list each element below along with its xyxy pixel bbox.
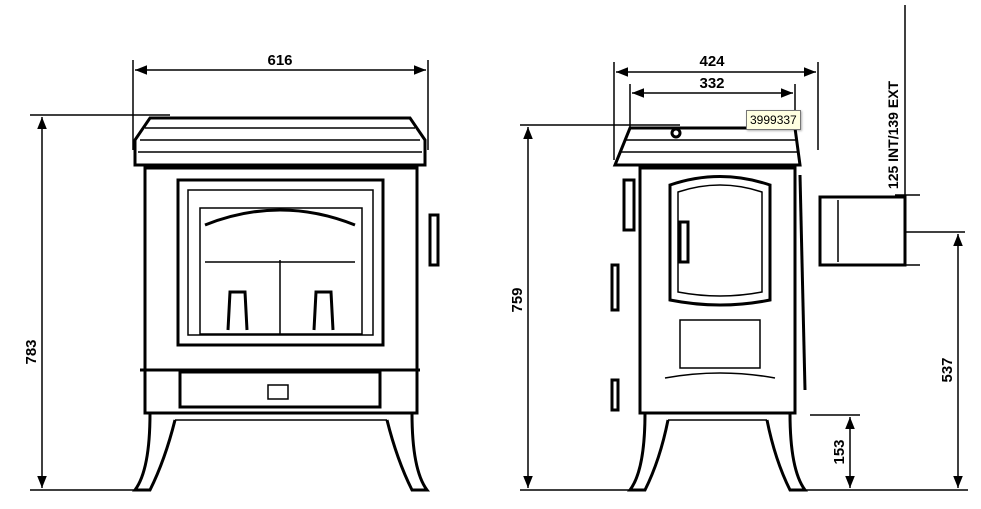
front-view: 616 783 [23, 52, 440, 492]
flue-height-label: 537 [939, 357, 956, 382]
side-height-label: 759 [509, 287, 526, 312]
side-depth-label: 424 [699, 53, 725, 70]
side-view: 424 332 759 125 INT/139 EXT 537 153 [509, 5, 968, 492]
side-inner-depth-label: 332 [699, 75, 724, 92]
front-width-label: 616 [267, 52, 292, 69]
front-height-label: 783 [23, 339, 40, 364]
leg-height-label: 153 [831, 439, 848, 464]
flue-diameter-label: 125 INT/139 EXT [885, 80, 901, 189]
tooltip: 3999337 [746, 110, 801, 130]
